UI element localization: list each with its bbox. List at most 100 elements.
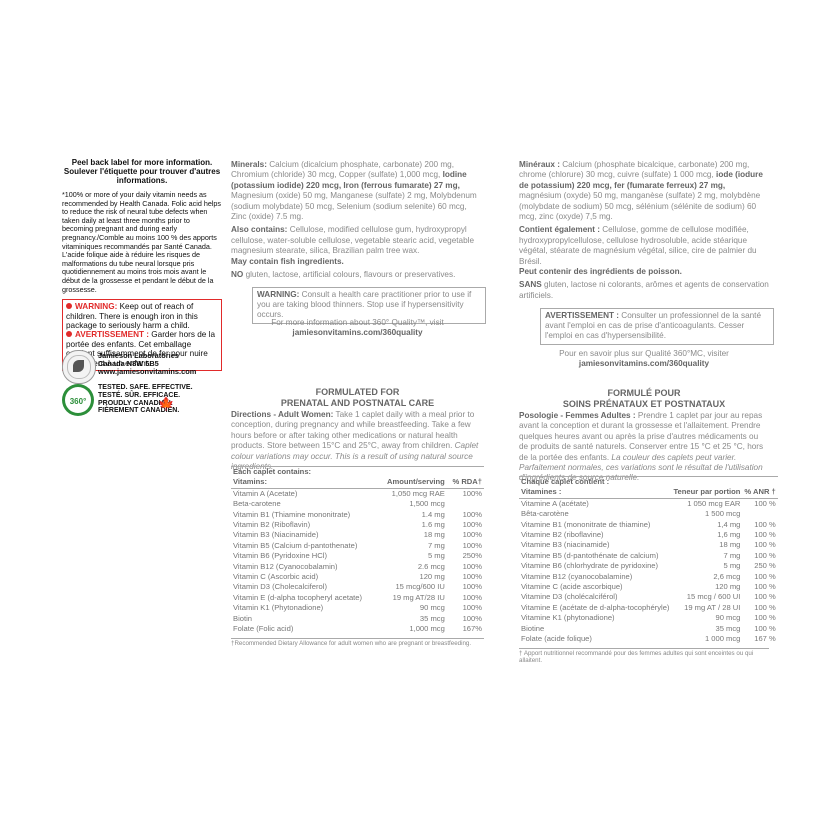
nutrient-amount: 90 mcg	[419, 603, 445, 613]
nutrient-amount: 1,4 mg	[717, 519, 741, 529]
warning-text: Keep out of reach of children. There is …	[66, 302, 198, 330]
nutrient-rda: 100%	[462, 540, 482, 550]
nutrient-rda: 250 %	[754, 561, 776, 571]
nutrient-amount: 1,6 mg	[717, 530, 741, 540]
table-row: Vitamine C (acide ascorbique) 120 mg 100 %	[519, 582, 778, 592]
company-website: www.jamiesonvitamins.com	[98, 367, 197, 377]
table-row: Vitamin E (d-alpha tocopheryl acetate)19…	[231, 593, 484, 603]
claim-line: TESTED. SAFE. EFFECTIVE.	[98, 384, 193, 391]
en-nutrition-table-wrap: Each caplet contains: Vitamins: Amount/se…	[231, 466, 484, 647]
nutrient-name: Vitamin B5 (Calcium d-pantothenate)	[233, 540, 358, 550]
nutrient-name: Vitamin B3 (Niacinamide)	[233, 530, 319, 540]
nutrient-amount: 120 mg	[715, 582, 741, 592]
quality-360-badge-icon: 360°	[62, 384, 94, 416]
more-info-url: jamiesonvitamins.com/360quality	[292, 328, 423, 337]
more-info-url: jamiesonvitamins.com/360quality	[578, 359, 710, 368]
en-warning-box: WARNING: Consult a health care practitio…	[252, 287, 486, 324]
en-ingredients: Minerals: Calcium (dicalcium phosphate, …	[231, 160, 484, 283]
nutrient-name: Vitamin B6 (Pyridoxine HCl)	[233, 551, 327, 561]
table-row: Vitamin B12 (Cyanocobalamin) 2.6 mcg 100%	[231, 562, 484, 572]
more-info-text: Pour en savoir plus sur Qualité 360°MC, …	[559, 349, 729, 358]
no-text: gluten, lactose ni colorants, arômes et …	[519, 280, 769, 300]
col-rda: % ANR †	[744, 487, 776, 497]
also-contains-text: Cellulose, gomme de cellulose modifiée, …	[519, 225, 757, 266]
minerals-bold: iode (iodure de potassium) 220 mcg, fer …	[519, 170, 763, 190]
col-vitamins: Vitamins:	[233, 477, 268, 487]
peel-back-fr: Soulever l'étiquette pour trouver d'autr…	[63, 167, 221, 185]
table-row: Vitamine B6 (chlorhydrate de pyridoxine)…	[519, 561, 778, 571]
fr-directions: Posologie - Femmes Adultes : Prendre 1 c…	[519, 411, 769, 487]
table-footnote: † Apport nutritionnel recommandé pour de…	[519, 647, 769, 664]
col-vitamins: Vitamines :	[521, 487, 562, 497]
fr-nutrition-table-wrap: Chaque caplet contient : Vitamines :Tene…	[519, 476, 778, 664]
directions-label: Directions - Adult Women:	[231, 410, 334, 419]
nutrient-rda: 100 %	[754, 592, 776, 602]
nutrient-rda	[447, 499, 484, 509]
fr-warning-box: AVERTISSEMENT : Consulter un professionn…	[540, 308, 774, 345]
directions-label: Posologie - Femmes Adultes :	[519, 411, 636, 420]
nutrient-name: Vitamine C (acide ascorbique)	[521, 582, 623, 592]
heading-line-2: PRENATAL AND POSTNATAL CARE	[280, 397, 435, 408]
table-row: Vitamine B5 (d-pantothénate de calcium)7…	[519, 551, 778, 561]
nutrient-rda: 100%	[462, 603, 482, 613]
more-info-text: For more information about 360° Quality™…	[271, 318, 444, 327]
nutrient-name: Vitamine B3 (niacinamide)	[521, 540, 610, 550]
table-row: Vitamine D3 (cholécalciférol)15 mcg / 60…	[519, 592, 778, 602]
nutrient-amount: 1 000 mcg	[704, 634, 741, 644]
no-text: gluten, lactose, artificial colours, fla…	[245, 270, 456, 280]
heading-line-2: SOINS PRÉNATAUX ET POSTNATAUX	[562, 398, 726, 409]
nutrient-amount: 2,6 mcg	[713, 571, 741, 581]
nutrient-amount: 18 mg	[719, 540, 741, 550]
nutrient-amount: 35 mcg	[419, 613, 445, 623]
claim-line: TESTÉ. SÛR. EFFICACE.	[98, 391, 181, 399]
table-row: Vitamine E (acétate de d-alpha-tocophéry…	[519, 603, 778, 613]
col-rda: % RDA†	[452, 477, 482, 487]
nutrient-amount: 2.6 mcg	[417, 561, 445, 571]
heritage-leaf-logo-icon	[62, 350, 96, 384]
nutrient-rda: 100 %	[754, 550, 776, 560]
company-address: Jamieson Laboratories Canada N8W 5B5 www…	[98, 351, 197, 377]
nutrient-amount: 1 050 mcg EAR	[671, 497, 743, 510]
footnote-text: *100% or more of your daily vitamin need…	[62, 190, 222, 294]
nutrient-rda: 100 %	[754, 602, 776, 612]
nutrient-name: Vitamine B5 (d-pantothénate de calcium)	[521, 550, 659, 560]
minerals-text-2: Magnesium (oxide) 50 mg, Manganese (sulf…	[231, 191, 477, 222]
en-formulated-heading: FORMULATED FOR PRENATAL AND POSTNATAL CA…	[231, 387, 484, 408]
nutrient-name: Vitamin B12 (Cyanocobalamin)	[233, 561, 338, 571]
nutrient-rda: 100 %	[754, 530, 776, 540]
nutrient-name: Vitamine D3 (cholécalciférol)	[521, 592, 618, 602]
table-row: Vitamine B1 (mononitrate de thiamine) 1,4…	[519, 520, 778, 530]
warning-text: Consult a health care practitioner prior…	[257, 290, 472, 320]
nutrient-amount: 120 mg	[419, 572, 445, 582]
nutrient-name: Vitamine E (acétate de d-alpha-tocophéry…	[521, 602, 670, 612]
nutrient-rda: 167%	[462, 624, 482, 634]
fr-formulated-heading: FORMULÉ POUR SOINS PRÉNATAUX ET POSTNATA…	[519, 388, 769, 409]
nutrient-amount: 5 mg	[427, 551, 445, 561]
directions-italic: La couleur des caplets peut varier. Parf…	[519, 452, 763, 483]
nutrient-amount: 1 500 mcg	[704, 509, 741, 519]
nutrient-name: Vitamin E (d-alpha tocopheryl acetate)	[233, 592, 363, 602]
nutrient-name: Bêta-carotène	[521, 509, 569, 519]
en-nutrition-table: Each caplet contains: Vitamins: Amount/se…	[231, 466, 484, 635]
nutrient-rda: 100%	[462, 613, 482, 623]
nutrient-rda: 100%	[462, 561, 482, 571]
nutrient-name: Vitamine B1 (mononitrate de thiamine)	[521, 519, 651, 529]
nutrient-rda: 167 %	[754, 634, 776, 644]
child-warning-box: WARNING: Keep out of reach of children. …	[62, 299, 222, 371]
tested-claims: TESTED. SAFE. EFFECTIVE. TESTÉ. SÛR. EFF…	[98, 384, 193, 415]
each-caplet: Each caplet contains:	[233, 467, 312, 476]
nutrient-amount: 7 mg	[427, 540, 445, 550]
col-amount: Amount/serving	[387, 477, 445, 487]
nutrient-rda: 100 %	[754, 582, 776, 592]
nutrient-rda: 100%	[462, 509, 482, 519]
avert-label: AVERTISSEMENT :	[75, 330, 149, 340]
badge-text: 360°	[69, 397, 87, 406]
nutrient-name: Vitamin D3 (Cholecalciferol)	[233, 582, 327, 592]
nutrient-amount: 18 mg	[423, 530, 445, 540]
warning-label: WARNING:	[75, 302, 118, 312]
